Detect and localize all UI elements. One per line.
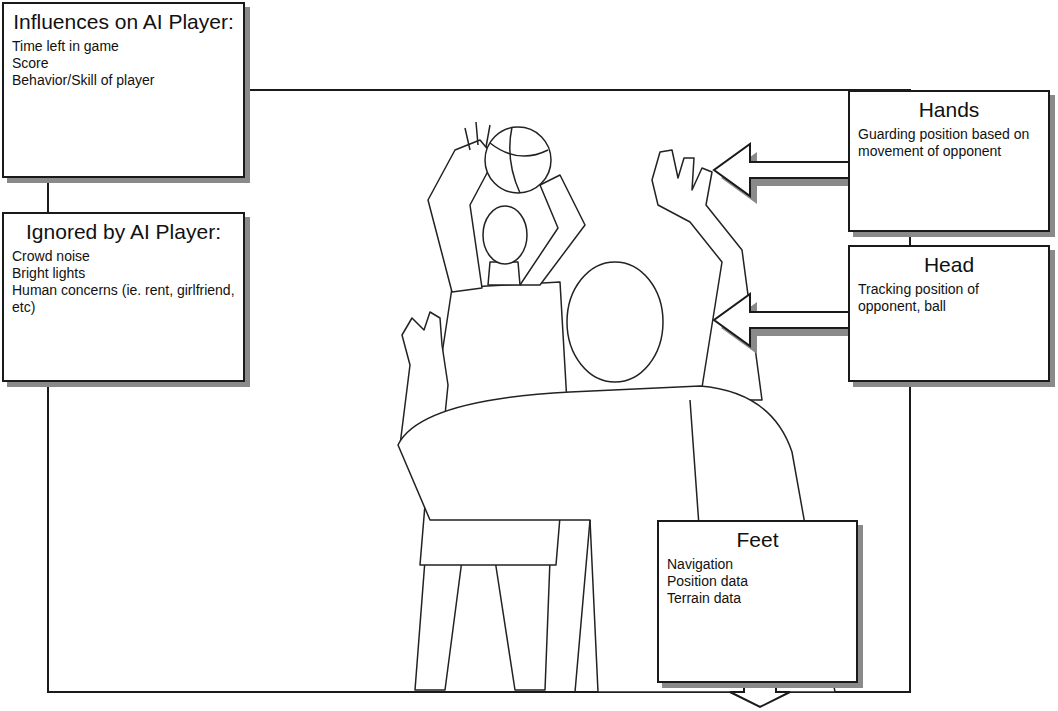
hands-box: HandsGuarding position based on movement… [848,90,1050,232]
box-item: Guarding position based on movement of o… [858,126,1040,160]
box-heading: Head [858,253,1040,277]
box-item: Bright lights [12,265,235,282]
box-item: Terrain data [667,590,848,607]
box-heading: Feet [667,528,848,552]
box-item: Behavior/Skill of player [12,72,235,89]
head-box: HeadTracking position of opponent, ball [848,245,1050,382]
box-item: Tracking position of opponent, ball [858,281,1040,315]
box-item: Human concerns (ie. rent, girlfriend, et… [12,282,235,316]
box-heading: Influences on AI Player: [12,10,235,34]
box-heading: Ignored by AI Player: [12,220,235,244]
box-item: Time left in game [12,38,235,55]
ignored-box: Ignored by AI Player: Crowd noiseBright l… [2,212,245,382]
box-item: Navigation [667,556,848,573]
box-item: Crowd noise [12,248,235,265]
feet-box: FeetNavigationPosition dataTerrain data [657,520,858,683]
frame [48,90,910,692]
influences-box: Influences on AI Player: Time left in gam… [2,2,245,178]
box-item: Score [12,55,235,72]
box-heading: Hands [858,98,1040,122]
box-item: Position data [667,573,848,590]
